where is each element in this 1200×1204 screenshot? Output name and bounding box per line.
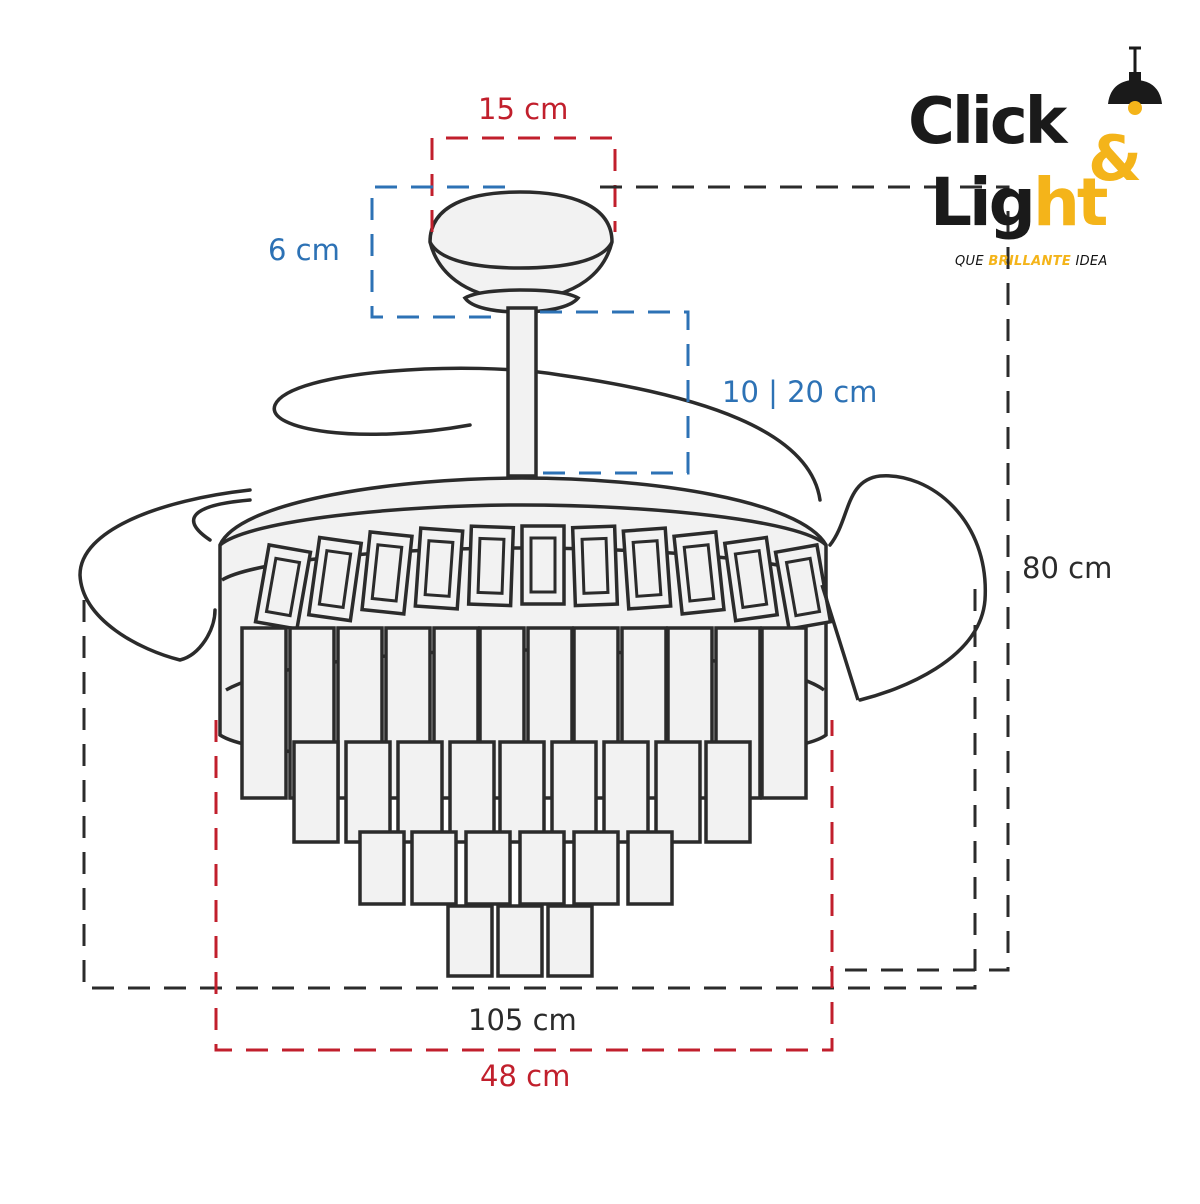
downrod [506, 306, 538, 478]
ring-window-inner [264, 556, 302, 618]
crystal-bar [518, 830, 566, 906]
label-body-width: 48 cm [480, 1059, 571, 1093]
label-total-height: 80 cm [1022, 551, 1113, 585]
crystal-bar [496, 904, 544, 978]
crystal-bar [704, 740, 752, 844]
crystal-bar [396, 740, 444, 844]
pendant-lamp-icon [1108, 46, 1162, 115]
crystal-bar [358, 830, 406, 906]
dim-lines [82, 136, 1010, 1052]
crystal-bar [760, 626, 808, 800]
tagline-brillante: BRILLANTE [988, 254, 1072, 269]
crystal-bar [344, 740, 392, 844]
crystal-bar [498, 740, 546, 844]
crystal-bar [292, 740, 340, 844]
ring-window-inner [733, 548, 769, 610]
crystal-bar [602, 740, 650, 844]
ring-window-inner [423, 539, 455, 598]
canopy [428, 190, 614, 314]
crystal-bar [448, 740, 496, 844]
crystal-bar [626, 830, 674, 906]
label-downrod: 10 | 20 cm [722, 375, 878, 409]
ring-window-inner [580, 536, 610, 595]
crystal-bar [410, 830, 458, 906]
ring-windows [253, 524, 833, 632]
logo-word-click: Click [908, 85, 1067, 159]
crystal-bar [240, 626, 288, 800]
ring-window-inner [370, 543, 404, 603]
crystal-bar [572, 830, 620, 906]
crystal-bar [654, 740, 702, 844]
logo-light-yellow: ht [1032, 164, 1109, 241]
crystal-bar [464, 830, 512, 906]
crystal-bar [546, 904, 594, 978]
ring-window-inner [784, 556, 822, 618]
pull-chain [820, 584, 860, 701]
label-canopy-height: 6 cm [268, 233, 340, 267]
fan-blades [78, 366, 987, 702]
label-top-width: 15 cm [478, 92, 569, 126]
crystal-bar [550, 740, 598, 844]
ring-window-inner [682, 543, 716, 603]
ring-window-inner [631, 539, 663, 598]
crystal-tiers [240, 626, 808, 978]
ring-window-inner [476, 536, 506, 595]
logo-ampersand: & [1088, 122, 1143, 195]
logo-light-dark: Lig [930, 164, 1036, 241]
tagline-idea: IDEA [1075, 254, 1108, 269]
logo-tagline: QUE BRILLANTE IDEA [955, 254, 1108, 269]
tagline-que: QUE [955, 254, 984, 269]
ring-window-inner [317, 548, 353, 610]
crystal-bar [446, 904, 494, 978]
label-blade-span: 105 cm [468, 1003, 577, 1037]
logo-word-light: Light [930, 170, 1108, 236]
ring-window-inner [529, 536, 557, 594]
